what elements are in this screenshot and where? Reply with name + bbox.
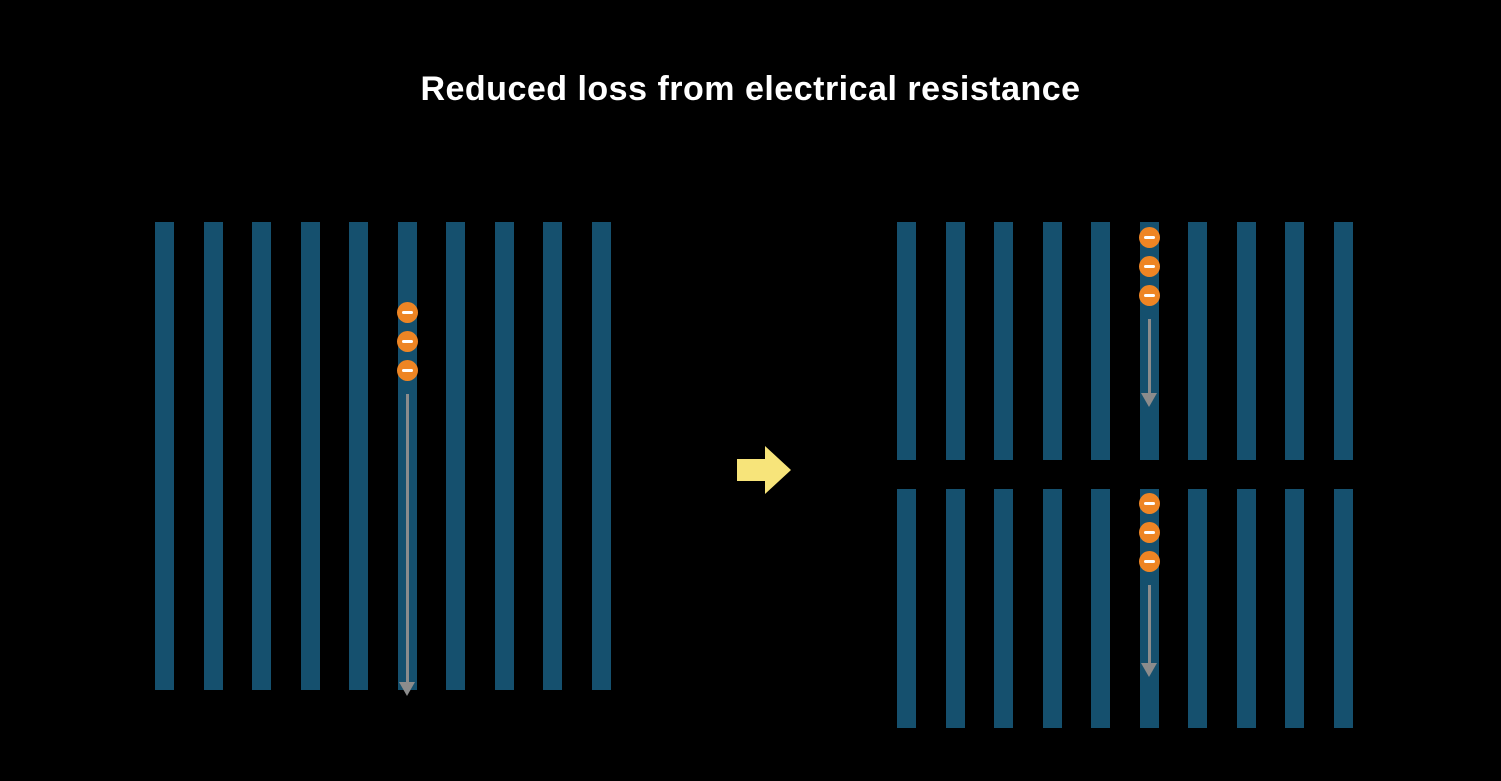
minus-symbol — [1143, 294, 1155, 297]
right-top-electron-stack — [1138, 227, 1160, 314]
cell-finger-bar — [446, 222, 466, 690]
cell-finger-bar — [1236, 489, 1256, 728]
cell-finger-bar — [994, 222, 1014, 460]
cell-finger-bar — [1042, 222, 1062, 460]
left-cell-bars — [155, 222, 611, 690]
current-flow-arrowhead-icon — [1141, 393, 1157, 407]
cell-finger-bar — [1236, 222, 1256, 460]
cell-finger-bar — [945, 222, 965, 460]
electron-icon — [396, 302, 418, 323]
right-bottom-electron-stack — [1138, 493, 1160, 580]
cell-finger-bar — [1091, 222, 1111, 460]
electron-icon — [396, 360, 418, 381]
cell-finger-bar — [1285, 222, 1305, 460]
current-flow-arrowhead-icon — [399, 682, 415, 696]
current-flow-arrowhead-icon — [1141, 663, 1157, 677]
electron-icon — [1138, 493, 1160, 514]
cell-finger-bar — [300, 222, 320, 690]
left-electron-flow — [391, 302, 423, 696]
cell-finger-bar — [1091, 489, 1111, 728]
minus-symbol — [401, 340, 413, 343]
cell-finger-bar — [1188, 222, 1208, 460]
left-electron-stack — [396, 302, 418, 389]
cell-finger-bar — [155, 222, 174, 690]
minus-symbol — [1143, 502, 1155, 505]
cell-finger-bar — [349, 222, 369, 690]
cell-finger-bar — [591, 222, 611, 690]
current-flow-arrow-icon — [405, 394, 409, 682]
minus-symbol — [1143, 236, 1155, 239]
cell-finger-bar — [945, 489, 965, 728]
cell-finger-bar — [1333, 489, 1353, 728]
minus-symbol — [401, 369, 413, 372]
electron-icon — [1138, 522, 1160, 543]
right-top-cell-bars — [897, 222, 1353, 460]
cell-finger-bar — [1285, 489, 1305, 728]
cell-finger-bar — [1188, 489, 1208, 728]
cell-finger-bar — [994, 489, 1014, 728]
cell-finger-bar — [494, 222, 514, 690]
right-top-electron-flow — [1133, 227, 1165, 407]
electron-icon — [1138, 227, 1160, 248]
cell-finger-bar — [252, 222, 272, 690]
minus-symbol — [1143, 560, 1155, 563]
cell-finger-bar — [897, 222, 916, 460]
cell-finger-bar — [543, 222, 563, 690]
electron-icon — [1138, 551, 1160, 572]
cell-finger-bar — [897, 489, 916, 728]
electron-icon — [396, 331, 418, 352]
cell-finger-bar — [203, 222, 223, 690]
current-flow-arrow-icon — [1147, 319, 1151, 393]
minus-symbol — [401, 311, 413, 314]
current-flow-arrow-icon — [1147, 585, 1151, 663]
right-arrow-icon — [737, 446, 791, 494]
right-bottom-electron-flow — [1133, 493, 1165, 677]
cell-finger-bar — [1333, 222, 1353, 460]
minus-symbol — [1143, 531, 1155, 534]
diagram-title: Reduced loss from electrical resistance — [420, 70, 1081, 108]
minus-symbol — [1143, 265, 1155, 268]
electron-icon — [1138, 256, 1160, 277]
electron-icon — [1138, 285, 1160, 306]
right-arrow-shape — [737, 446, 791, 494]
cell-finger-bar — [1042, 489, 1062, 728]
right-bottom-cell-bars — [897, 489, 1353, 728]
